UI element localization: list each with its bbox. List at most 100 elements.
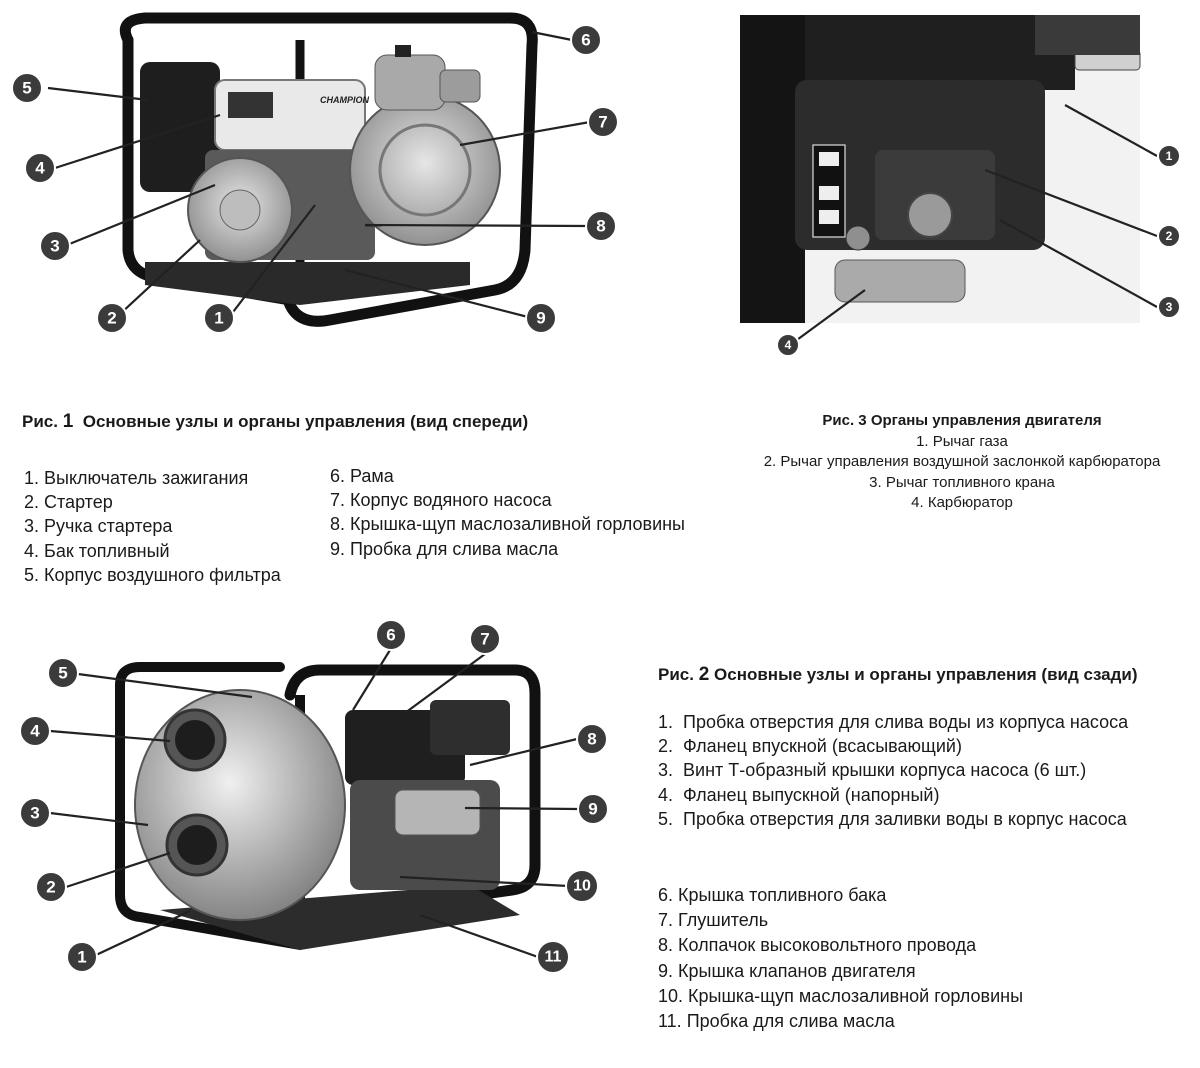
svg-text:5: 5 [22, 79, 31, 98]
svg-text:9: 9 [588, 800, 597, 819]
callout-3: 3 [1157, 295, 1181, 319]
figure-1-legend-col2: 6. Рама 7. Корпус водяного насоса 8. Кры… [330, 464, 685, 561]
callout-8: 8 [585, 210, 617, 242]
callout-10: 10 [565, 869, 599, 903]
champion-logo: CHAMPION [320, 95, 369, 105]
figure-1-legend-col1: 1. Выключатель зажигания 2. Стартер 3. Р… [24, 466, 281, 587]
svg-text:11: 11 [545, 949, 562, 966]
legend-item: 5. Пробка отверстия для заливки воды в к… [658, 808, 1127, 829]
legend-item: 5. Корпус воздушного фильтра [24, 564, 281, 585]
legend-item: 9. Пробка для слива масла [330, 538, 559, 559]
figure-2-caption: Рис. 2 Основные узлы и органы управления… [658, 664, 1138, 686]
legend-item: 1. Рычаг газа [916, 432, 1008, 450]
figure-3-caption: Рис. 3 Органы управления двигателя [733, 411, 1191, 432]
figure-1-caption-number: 1 [62, 411, 74, 432]
callout-5: 5 [47, 657, 79, 689]
svg-text:8: 8 [587, 730, 596, 749]
svg-text:9: 9 [536, 309, 545, 328]
svg-text:4: 4 [785, 338, 792, 352]
callout-4: 4 [776, 333, 800, 357]
figure-2-illustration [49, 649, 579, 959]
figure-3-caption-text: Органы управления двигателя [870, 412, 1102, 429]
figure-1-caption-text: Основные узлы и органы управления (вид с… [82, 412, 529, 431]
callout-2: 2 [35, 871, 67, 903]
svg-text:6: 6 [386, 626, 395, 645]
svg-text:1: 1 [77, 948, 86, 967]
figure-3-legend: Рис. 3 Органы управления двигателя 1. Ры… [733, 411, 1191, 514]
legend-item: 8. Крышка-щуп маслозаливной горловины [330, 514, 685, 535]
legend-item: 6. Рама [330, 466, 394, 486]
figure-3-illustration [740, 15, 1158, 346]
callout-3: 3 [19, 797, 51, 829]
figure-3-caption-prefix: Рис. [822, 412, 855, 429]
legend-item: 8. Колпачок высоковольтного провода [658, 935, 977, 956]
callout-7: 7 [587, 106, 619, 138]
svg-text:2: 2 [1166, 229, 1173, 243]
svg-text:3: 3 [30, 804, 39, 823]
legend-item: 11. Пробка для слива масла [658, 1011, 895, 1032]
svg-text:7: 7 [598, 113, 607, 132]
callout-1: 1 [1157, 144, 1181, 168]
callout-2: 2 [1157, 224, 1181, 248]
figure-1-caption-prefix: Рис. [22, 412, 58, 431]
callout-7: 7 [469, 623, 501, 655]
callout-9: 9 [525, 302, 557, 334]
legend-item: 7. Глушитель [658, 910, 769, 931]
figure-2-callouts: 1 2 3 4 5 6 7 8 9 10 11 [19, 619, 609, 974]
svg-text:4: 4 [35, 159, 45, 178]
svg-text:8: 8 [596, 217, 605, 236]
svg-text:3: 3 [1166, 300, 1173, 314]
figure-1-illustration: CHAMPION [47, 12, 591, 327]
figure-2-caption-prefix: Рис. [658, 665, 694, 684]
legend-item: 1. Пробка отверстия для слива воды из ко… [658, 712, 1129, 732]
legend-item: 4. Карбюратор [911, 494, 1013, 511]
callout-6: 6 [570, 24, 602, 56]
figure-2-caption-number: 2 [698, 664, 710, 685]
svg-text:5: 5 [58, 664, 67, 683]
figure-2-legend-plain: 6. Крышка топливного бака 7. Глушитель 8… [658, 883, 1023, 1034]
figure-1-callouts: 1 2 3 4 5 6 7 8 9 [11, 24, 619, 334]
legend-item: 3. Винт Т-образный крышки корпуса насоса… [658, 760, 1087, 781]
callout-8: 8 [576, 723, 608, 755]
callout-11: 11 [536, 940, 570, 974]
callout-9: 9 [577, 793, 609, 825]
legend-item: 9. Крышка клапанов двигателя [658, 960, 916, 981]
svg-text:7: 7 [480, 630, 489, 649]
callout-1: 1 [66, 941, 98, 973]
legend-item: 1. Выключатель зажигания [24, 468, 249, 488]
callout-3: 3 [39, 230, 71, 262]
legend-item: 2. Фланец впускной (всасывающий) [658, 736, 962, 757]
figure-2-legend-hanging: 1. Пробка отверстия для слива воды из ко… [658, 710, 1158, 831]
figure-3: 1 2 3 4 [735, 10, 1195, 360]
svg-text:1: 1 [214, 309, 223, 328]
callout-2: 2 [96, 302, 128, 334]
svg-text:10: 10 [573, 878, 591, 895]
svg-text:2: 2 [107, 309, 116, 328]
legend-item: 7. Корпус водяного насоса [330, 490, 552, 511]
figure-3-callouts: 1 2 3 4 [776, 144, 1181, 357]
figure-2: 1 2 3 4 5 6 7 8 9 10 11 [0, 615, 640, 1065]
svg-text:2: 2 [46, 878, 55, 897]
legend-item: 2. Рычаг управления воздушной заслонкой … [763, 453, 1161, 470]
legend-item: 3. Ручка стартера [24, 516, 173, 537]
figure-2-caption-text: Основные узлы и органы управления (вид с… [714, 665, 1138, 684]
legend-item: 6. Крышка топливного бака [658, 885, 887, 905]
svg-text:4: 4 [30, 722, 40, 741]
figure-3-caption-number: 3 [858, 412, 867, 429]
callout-5: 5 [11, 72, 43, 104]
svg-text:6: 6 [581, 31, 590, 50]
frame-tube [119, 12, 538, 327]
figure-1: CHAMPION 1 2 3 4 5 6 7 8 9 [0, 0, 640, 360]
legend-item: 2. Стартер [24, 492, 113, 513]
legend-item: 4. Бак топливный [24, 540, 170, 561]
figure-1-caption: Рис. 1 Основные узлы и органы управления… [22, 411, 528, 433]
legend-item: 4. Фланец выпускной (напорный) [658, 784, 940, 805]
callout-6: 6 [375, 619, 407, 651]
callout-1: 1 [203, 302, 235, 334]
svg-text:3: 3 [50, 237, 59, 256]
callout-4: 4 [24, 152, 56, 184]
legend-item: 3. Рычаг топливного крана [869, 473, 1055, 491]
legend-item: 10. Крышка-щуп маслозаливной горловины [658, 985, 1024, 1006]
svg-text:1: 1 [1166, 149, 1173, 163]
callout-4: 4 [19, 715, 51, 747]
